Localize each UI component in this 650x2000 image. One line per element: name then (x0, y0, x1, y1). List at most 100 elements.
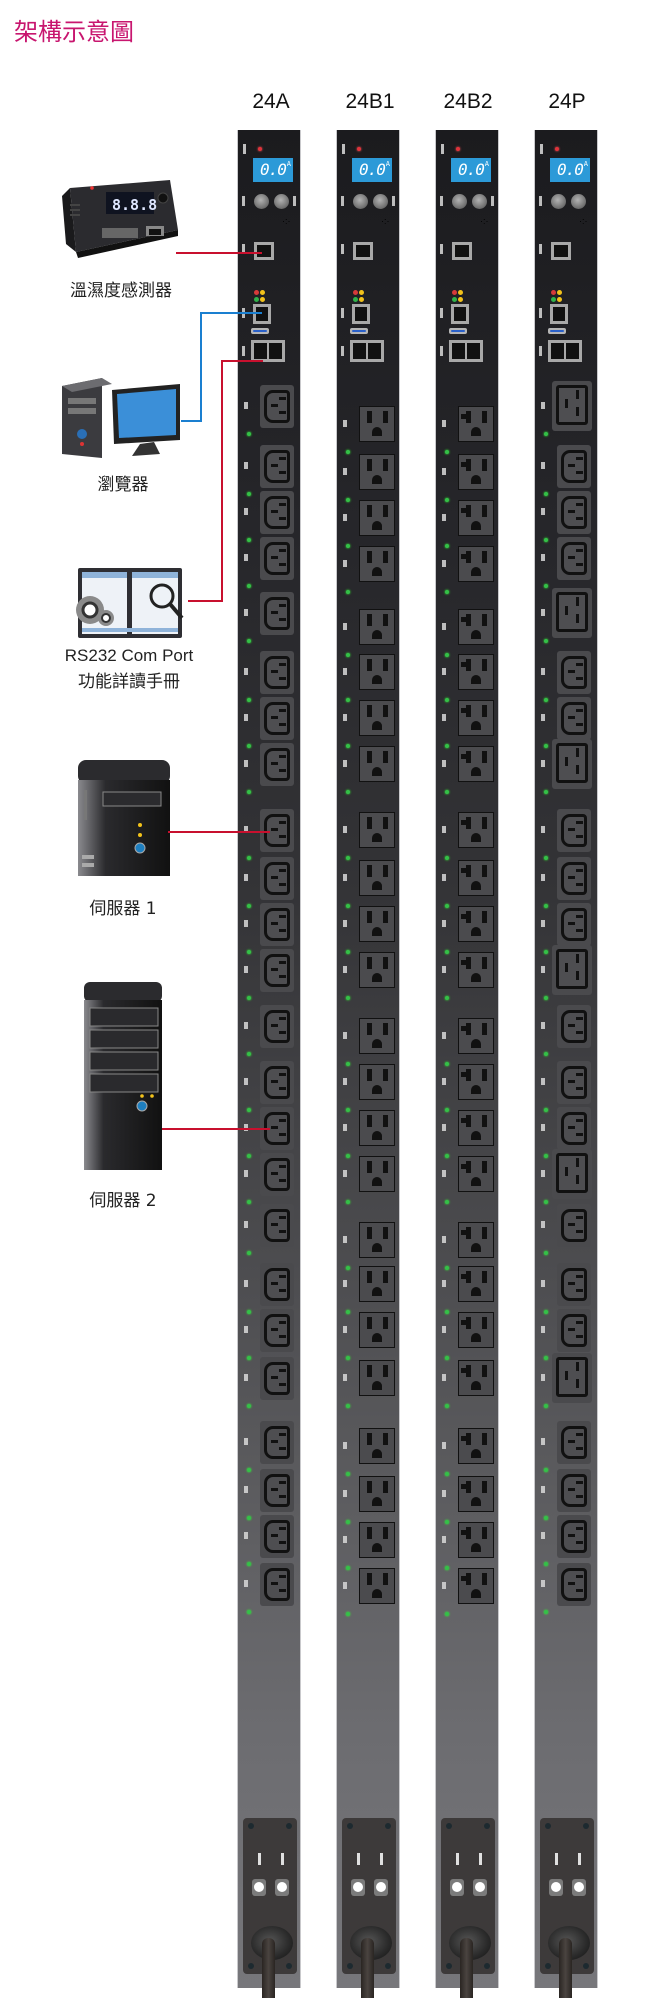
c13-outlet[interactable] (557, 1263, 591, 1306)
nema-outlet[interactable] (458, 1156, 494, 1192)
nema-outlet[interactable] (359, 546, 395, 582)
nema-outlet[interactable] (359, 1222, 395, 1258)
c13-outlet[interactable] (557, 1061, 591, 1104)
nema-outlet[interactable] (359, 860, 395, 896)
sensor-port[interactable] (452, 242, 472, 260)
nema-outlet[interactable] (359, 609, 395, 645)
c13-outlet[interactable] (260, 903, 294, 946)
c13-outlet[interactable] (557, 1309, 591, 1352)
nema-outlet[interactable] (359, 1568, 395, 1604)
c19-outlet[interactable] (552, 588, 592, 638)
c13-outlet[interactable] (557, 1563, 591, 1606)
c13-outlet[interactable] (260, 385, 294, 428)
nema-outlet[interactable] (458, 546, 494, 582)
nema-outlet[interactable] (359, 1156, 395, 1192)
c13-outlet[interactable] (557, 537, 591, 580)
serial-ports[interactable] (449, 340, 483, 362)
c13-outlet[interactable] (557, 1107, 591, 1150)
nema-outlet[interactable] (458, 1110, 494, 1146)
c19-outlet[interactable] (552, 1353, 592, 1403)
breaker-13-24-button[interactable] (351, 1879, 365, 1896)
c13-outlet[interactable] (260, 1357, 294, 1400)
sensor-port[interactable] (353, 242, 373, 260)
c19-outlet[interactable] (552, 1149, 592, 1199)
c13-outlet[interactable] (557, 1005, 591, 1048)
c13-outlet[interactable] (557, 1421, 591, 1464)
c13-outlet[interactable] (260, 697, 294, 740)
nema-outlet[interactable] (458, 860, 494, 896)
usb-port[interactable] (350, 328, 368, 334)
nema-outlet[interactable] (359, 1522, 395, 1558)
nema-outlet[interactable] (458, 1522, 494, 1558)
c13-outlet[interactable] (260, 1421, 294, 1464)
usb-port[interactable] (251, 328, 269, 334)
c13-outlet[interactable] (557, 1469, 591, 1512)
c19-outlet[interactable] (552, 739, 592, 789)
nema-outlet[interactable] (458, 654, 494, 690)
nema-outlet[interactable] (359, 1312, 395, 1348)
c13-outlet[interactable] (557, 697, 591, 740)
usb-port[interactable] (449, 328, 467, 334)
nema-outlet[interactable] (458, 1018, 494, 1054)
nema-outlet[interactable] (458, 812, 494, 848)
c13-outlet[interactable] (260, 1263, 294, 1306)
nema-outlet[interactable] (359, 812, 395, 848)
c13-outlet[interactable] (260, 743, 294, 786)
sensor-port[interactable] (254, 242, 274, 260)
serial-ports[interactable] (548, 340, 582, 362)
nema-outlet[interactable] (458, 1568, 494, 1604)
open-button[interactable] (373, 194, 388, 209)
c13-outlet[interactable] (557, 491, 591, 534)
breaker-1-12-button[interactable] (572, 1879, 586, 1896)
lan-port[interactable] (550, 304, 568, 324)
breaker-13-24-button[interactable] (252, 1879, 266, 1896)
nema-outlet[interactable] (359, 1476, 395, 1512)
nema-outlet[interactable] (458, 1312, 494, 1348)
lan-port[interactable] (253, 304, 271, 324)
serial-ports[interactable] (251, 340, 285, 362)
breaker-13-24-button[interactable] (450, 1879, 464, 1896)
breaker-1-12-button[interactable] (473, 1879, 487, 1896)
c13-outlet[interactable] (557, 1515, 591, 1558)
c13-outlet[interactable] (557, 651, 591, 694)
nema-outlet[interactable] (458, 906, 494, 942)
nema-outlet[interactable] (359, 1064, 395, 1100)
nema-outlet[interactable] (458, 1428, 494, 1464)
breaker-1-12-button[interactable] (374, 1879, 388, 1896)
nema-outlet[interactable] (458, 1360, 494, 1396)
scan-button[interactable] (254, 194, 269, 209)
nema-outlet[interactable] (458, 1476, 494, 1512)
nema-outlet[interactable] (458, 406, 494, 442)
lan-port[interactable] (352, 304, 370, 324)
c13-outlet[interactable] (260, 491, 294, 534)
usb-port[interactable] (548, 328, 566, 334)
c13-outlet[interactable] (260, 1061, 294, 1104)
nema-outlet[interactable] (458, 1064, 494, 1100)
c19-outlet[interactable] (552, 945, 592, 995)
lan-port[interactable] (451, 304, 469, 324)
nema-outlet[interactable] (458, 500, 494, 536)
nema-outlet[interactable] (359, 1266, 395, 1302)
nema-outlet[interactable] (359, 1428, 395, 1464)
nema-outlet[interactable] (359, 406, 395, 442)
nema-outlet[interactable] (458, 700, 494, 736)
nema-outlet[interactable] (458, 454, 494, 490)
nema-outlet[interactable] (458, 1266, 494, 1302)
c13-outlet[interactable] (557, 809, 591, 852)
c13-outlet[interactable] (557, 1204, 591, 1247)
nema-outlet[interactable] (359, 952, 395, 988)
c13-outlet[interactable] (260, 1515, 294, 1558)
c13-outlet[interactable] (557, 857, 591, 900)
c13-outlet[interactable] (260, 1005, 294, 1048)
nema-outlet[interactable] (458, 1222, 494, 1258)
c19-outlet[interactable] (552, 381, 592, 431)
c13-outlet[interactable] (260, 1153, 294, 1196)
c13-outlet[interactable] (260, 445, 294, 488)
open-button[interactable] (472, 194, 487, 209)
nema-outlet[interactable] (359, 1110, 395, 1146)
sensor-port[interactable] (551, 242, 571, 260)
c13-outlet[interactable] (260, 1309, 294, 1352)
c13-outlet[interactable] (260, 1469, 294, 1512)
c13-outlet[interactable] (260, 1563, 294, 1606)
scan-button[interactable] (551, 194, 566, 209)
